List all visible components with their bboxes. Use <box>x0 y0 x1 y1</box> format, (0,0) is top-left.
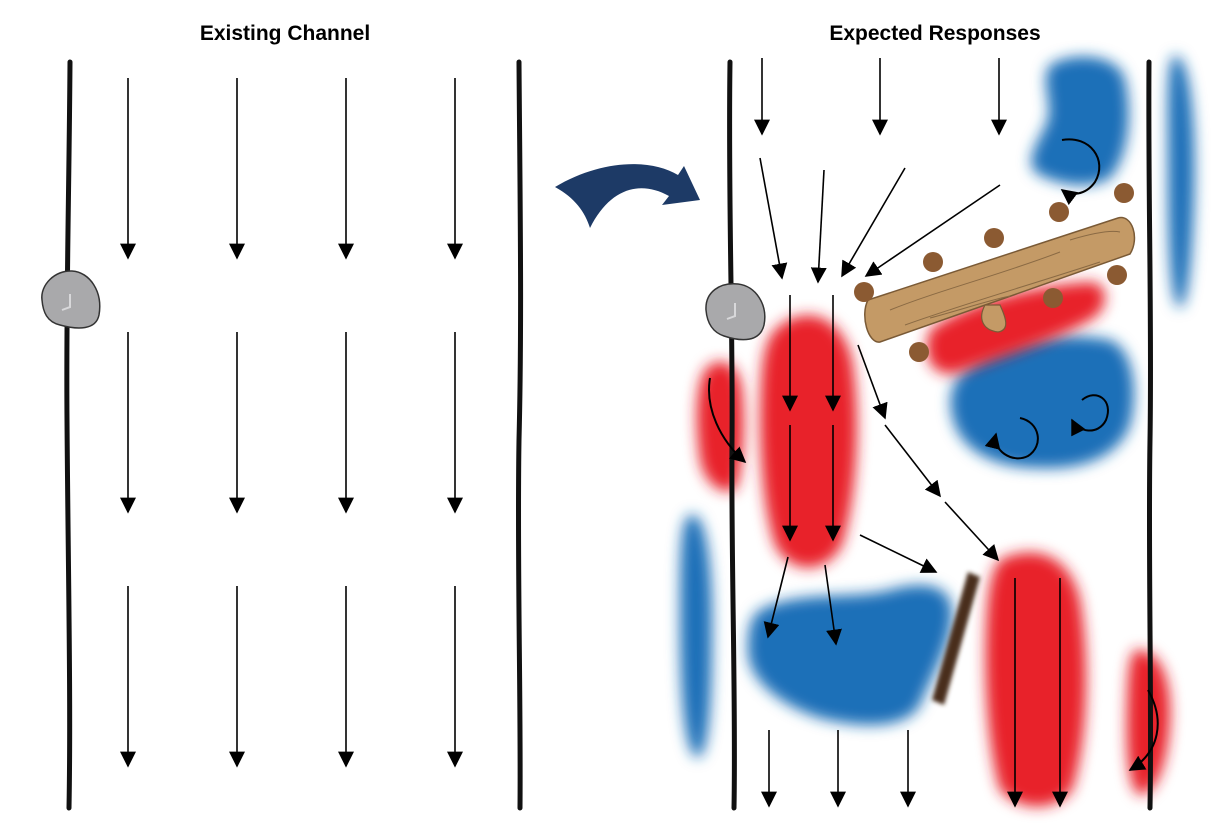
flow-arrow <box>864 184 1001 277</box>
flow-arrows-expected <box>754 58 1068 808</box>
existing-channel-panel <box>41 59 524 811</box>
right-bank-expected <box>1146 59 1154 811</box>
flow-arrow <box>859 534 938 573</box>
flow-arrow <box>857 344 888 420</box>
title-existing-channel: Existing Channel <box>199 22 371 45</box>
flow-arrow <box>759 157 788 280</box>
flow-arrows-existing <box>120 78 463 768</box>
right-bank-existing <box>515 59 524 811</box>
expected-responses-panel <box>680 55 1195 811</box>
eddy-icon <box>708 138 1159 771</box>
left-bank-expected <box>727 59 737 811</box>
flow-arrow <box>763 556 789 639</box>
boulder-icon <box>705 283 766 341</box>
riffle-left-bank <box>696 361 744 492</box>
pool-left-bank-lower <box>680 514 712 758</box>
pool-right-bank-upper <box>1167 55 1195 308</box>
wood-debris-icon <box>932 572 980 705</box>
flow-arrow <box>944 501 1000 562</box>
anchor-stones <box>854 183 1134 362</box>
title-expected-responses: Expected Responses <box>829 22 1041 45</box>
flow-arrow <box>824 564 842 646</box>
riffle-right-lower <box>985 552 1087 807</box>
flow-arrow <box>841 167 906 278</box>
riffle-under-log <box>926 282 1105 374</box>
pools <box>680 55 1195 758</box>
left-bank-existing <box>64 59 73 811</box>
log-icon <box>864 216 1136 343</box>
boulder-icon <box>41 270 101 329</box>
flow-arrow <box>810 169 827 284</box>
flow-arrow <box>884 424 941 498</box>
transition-arrow-icon <box>555 164 700 228</box>
riffle-center-long <box>760 315 857 568</box>
pool-top-right <box>1031 56 1129 186</box>
pool-center-bottom <box>748 585 953 725</box>
